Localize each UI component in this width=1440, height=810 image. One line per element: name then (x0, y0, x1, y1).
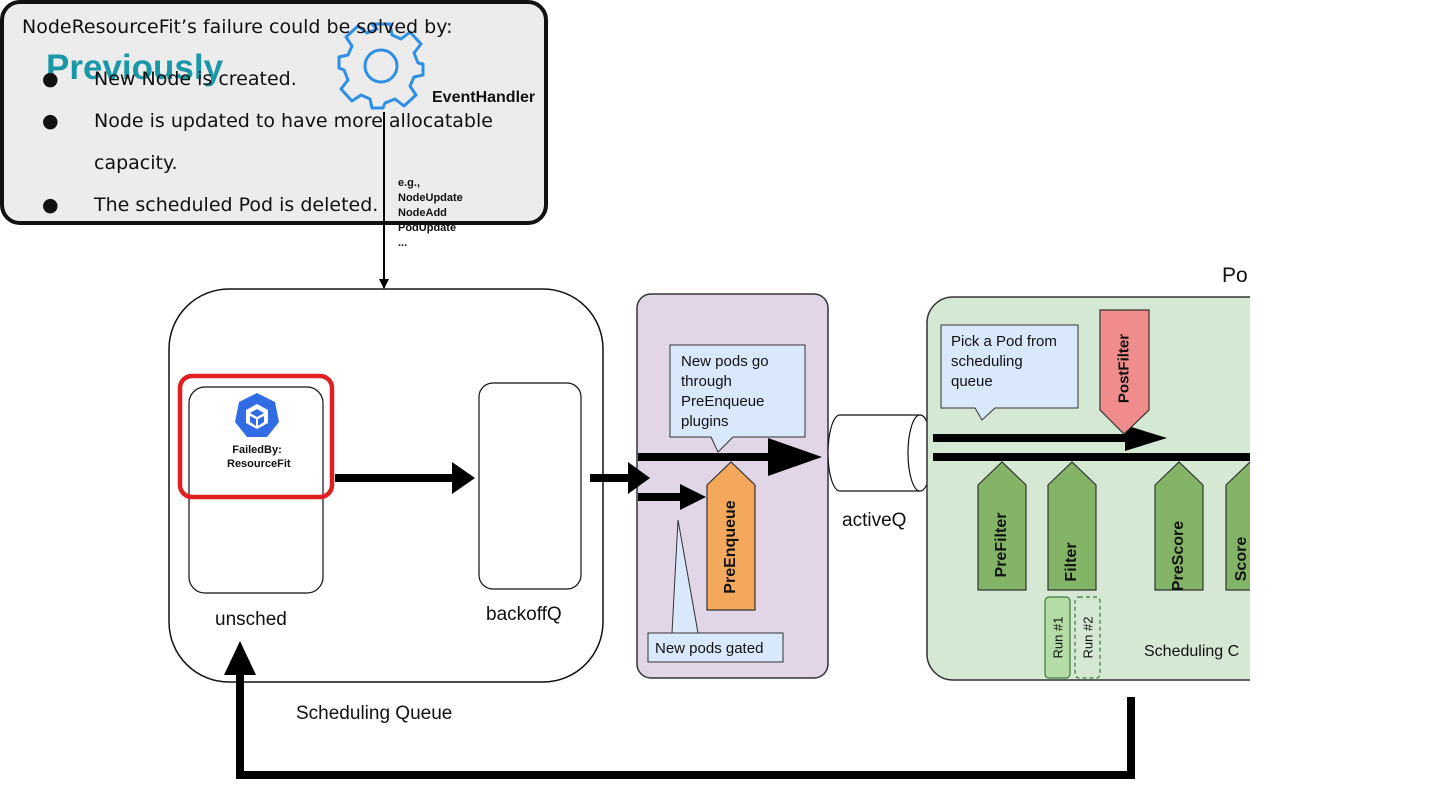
scheduling-cycle-footer: Scheduling C (1144, 643, 1240, 660)
run2-label: Run #2 (1080, 616, 1096, 659)
prescore-label: PreScore (1170, 520, 1187, 592)
bullet-icon: ● (42, 68, 59, 90)
bullet-icon: ● (42, 110, 59, 132)
event-list: e.g., NodeUpdate NodeAdd PodUpdate ... (398, 176, 463, 251)
preenqueue-plugin-label: PreEnqueue (722, 500, 739, 594)
gated-note (647, 519, 784, 663)
backoff-box (478, 382, 582, 590)
gear-icon (337, 22, 425, 110)
score-plugin (1225, 461, 1250, 591)
score-label-clip: Score (1226, 490, 1250, 590)
activeq-cylinder (827, 414, 933, 492)
run1-label: Run #1 (1050, 616, 1066, 659)
backoffq-label: backoffQ (486, 604, 562, 625)
slide-title: Previously (46, 48, 224, 87)
postfilter-plugin (1099, 309, 1150, 435)
bullet-text: The scheduled Pod is deleted. (94, 194, 379, 216)
bullet-text: capacity. (94, 152, 178, 174)
kubernetes-pod-icon (235, 393, 279, 437)
failed-pod-label: FailedBy: ResourceFit (227, 443, 291, 471)
resource-fit-text: ResourceFit (227, 458, 291, 470)
pick-pod-note-text: Pick a Pod from scheduling queue (951, 333, 1057, 390)
preenqueue-plugin (706, 461, 756, 611)
postfilter-label: PostFilter (1115, 333, 1133, 404)
score-label: Score (1233, 536, 1250, 582)
prefilter-plugin (977, 461, 1027, 591)
pick-pod-note (940, 324, 1079, 421)
scheduling-queue-label: Scheduling Queue (296, 703, 453, 724)
unsched-label: unsched (215, 609, 287, 630)
run2-box (1074, 596, 1101, 679)
event-item: NodeUpdate (398, 192, 463, 204)
event-item: NodeAdd (398, 207, 447, 219)
event-item: ... (398, 237, 408, 249)
callout-title: NodeResourceFit’s failure could be solve… (22, 16, 453, 38)
prefilter-label: PreFilter (993, 512, 1010, 578)
gated-note-text: New pods gated (655, 640, 764, 657)
failed-by-text: FailedBy: (232, 444, 282, 456)
return-arrow (236, 672, 1135, 779)
pod-cycle-header: Po (1222, 264, 1248, 287)
info-callout: NodeResourceFit’s failure could be solve… (0, 0, 548, 225)
filter-label: Filter (1063, 542, 1080, 582)
bullet-text: New Node is created. (94, 68, 297, 90)
eventhandler-label: EventHandler (432, 89, 536, 106)
event-item: PodUpdate (398, 222, 457, 234)
activeq-label: activeQ (842, 510, 907, 531)
preenqueue-note-text: New pods go through PreEnqueue plugins (681, 353, 769, 430)
filter-plugin (1047, 461, 1097, 591)
event-item: e.g., (398, 177, 421, 189)
preenqueue-note (669, 344, 806, 453)
unsched-box (188, 386, 324, 594)
bullet-icon: ● (42, 194, 59, 216)
run1-box (1044, 596, 1071, 679)
failed-pod-highlight (177, 373, 335, 500)
prescore-plugin (1154, 461, 1204, 591)
bullet-text: Node is updated to have more allocatable (94, 110, 493, 132)
